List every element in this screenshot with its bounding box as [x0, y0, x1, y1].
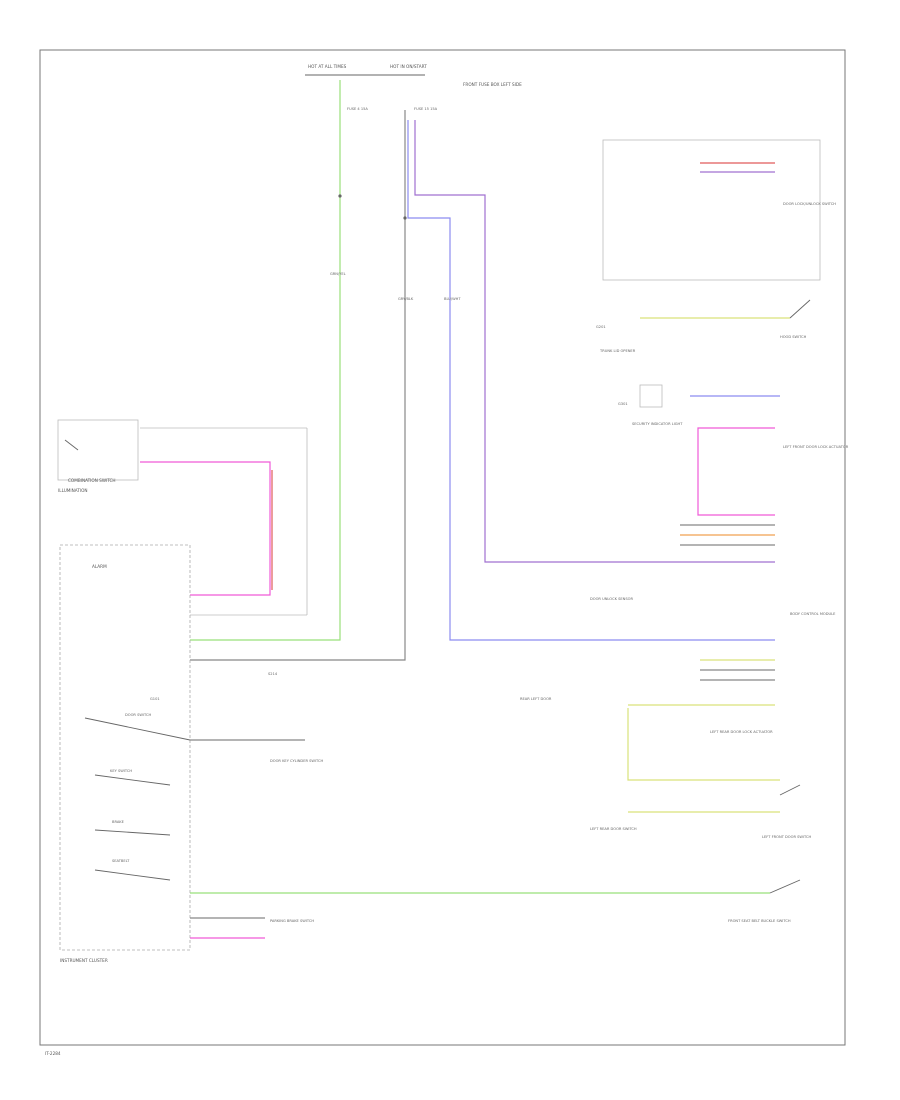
ground-g201: G201 [596, 325, 606, 329]
door-unlock-sensor-label: DOOR UNLOCK SENSOR [590, 597, 633, 601]
trunk-lid-label: TRUNK LID OPENER [599, 349, 636, 353]
wire-tag-blue: BLU/WHT [444, 297, 461, 301]
wire-splice-label: S214 [268, 672, 278, 676]
door-lock-unlock-label: DOOR LOCK/UNLOCK SWITCH [783, 202, 836, 206]
wire-pink-illum [140, 461, 271, 596]
front-seat-belt-label: FRONT SEAT BELT BUCKLE SWITCH [728, 919, 791, 923]
seat-belt-switch [769, 879, 801, 894]
door-switch-line [84, 717, 191, 741]
seatbelt-line [94, 869, 171, 881]
ground-g101: G101 [150, 697, 160, 701]
fuse-label-b: FUSE 15 15A [414, 107, 438, 111]
wire-blue-main [407, 120, 775, 641]
footer-label: IT-2284 [45, 1051, 61, 1056]
brake-line [94, 829, 171, 836]
security-indicator-label: SECURITY INDICATOR LIGHT [632, 422, 683, 426]
key-switch-line [94, 774, 171, 786]
instrument-cluster-box [59, 544, 191, 951]
top-label-hot-in-on: HOT IN ON/START [390, 64, 427, 69]
alarm-label: ALARM [92, 564, 107, 569]
door-switch-label: DOOR SWITCH [125, 713, 151, 717]
hood-switch-label: HOOD SWITCH [780, 335, 807, 339]
wire-tag-gray: GRY/BLK [398, 297, 414, 301]
wire-violet-main [414, 120, 775, 563]
top-label-hot-at-all-times: HOT AT ALL TIMES [308, 64, 347, 69]
splice-dot-1 [338, 194, 342, 198]
wire-pink-right [697, 427, 775, 516]
lr-door-lock-actuator-label: LEFT REAR DOOR LOCK ACTUATOR [710, 730, 773, 734]
combination-switch-box [57, 419, 139, 481]
wire-green-main [190, 80, 341, 641]
splice-dot-2 [403, 216, 407, 220]
combination-switch-label: COMBINATION SWITCH [68, 478, 116, 483]
lf-door-switch-label: LEFT FRONT DOOR SWITCH [762, 835, 811, 839]
wire-tag-green: GRN/YEL [330, 272, 346, 276]
hood-switch-contact [789, 299, 811, 319]
combination-switch-contact [64, 439, 79, 451]
diagram-frame [39, 49, 846, 1046]
top-label-fuse-block: FRONT FUSE BOX LEFT SIDE [463, 82, 522, 87]
lf-door-lock-actuator-label: LEFT FRONT DOOR LOCK ACTUATOR [783, 445, 849, 449]
wire-yellow-door [627, 708, 780, 781]
fuse-label-a: FUSE 4 15A [347, 107, 368, 111]
illumination-label: ILLUMINATION [58, 488, 88, 493]
seatbelt-label: SEATBELT [112, 859, 130, 863]
body-control-module-label: BODY CONTROL MODULE [790, 612, 836, 616]
brake-label: BRAKE [112, 820, 125, 824]
door-lock-unlock-box [602, 139, 821, 281]
ground-g301: G301 [618, 402, 628, 406]
lr-door-switch-label: LEFT REAR DOOR SWITCH [590, 827, 637, 831]
lf-door-switch-contact [779, 784, 801, 796]
parking-brake-label: PARKING BRAKE SWITCH [270, 919, 314, 923]
instrument-cluster-label: INSTRUMENT CLUSTER [60, 958, 108, 963]
rear-left-door-label: REAR LEFT DOOR [520, 697, 552, 701]
door-key-cylinder-label: DOOR KEY CYLINDER SWITCH [270, 759, 323, 763]
wire-gray-main [190, 110, 406, 661]
key-switch-label: KEY SWITCH [110, 769, 132, 773]
security-indicator-box [639, 384, 663, 408]
